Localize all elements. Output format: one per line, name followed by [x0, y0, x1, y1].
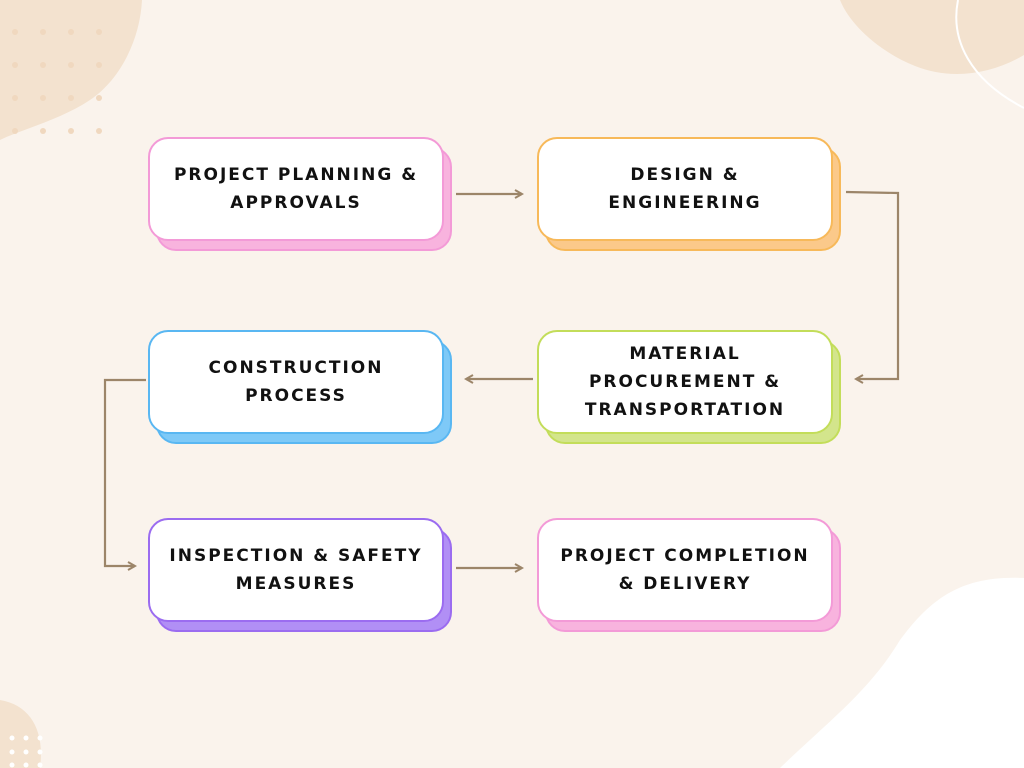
step-material-procurement: MATERIAL PROCUREMENT & TRANSPORTATION [537, 330, 841, 444]
step-label: INSPECTION & SAFETY MEASURES [169, 546, 423, 594]
step-card: PROJECT COMPLETION & DELIVERY [537, 518, 833, 622]
step-label: DESIGN & ENGINEERING [608, 165, 762, 213]
top-right-blob [840, 0, 1024, 74]
step-design-engineering: DESIGN & ENGINEERING [537, 137, 841, 251]
step-project-completion: PROJECT COMPLETION & DELIVERY [537, 518, 841, 632]
arrow-2-to-3 [845, 190, 900, 379]
step-project-planning: PROJECT PLANNING & APPROVALS [148, 137, 452, 251]
step-construction-process: CONSTRUCTION PROCESS [148, 330, 452, 444]
top-right-ring [955, 0, 1024, 109]
step-card: CONSTRUCTION PROCESS [148, 330, 444, 434]
step-label: MATERIAL PROCUREMENT & TRANSPORTATION [584, 344, 786, 420]
step-card: INSPECTION & SAFETY MEASURES [148, 518, 444, 622]
top-left-blob [0, 0, 142, 140]
step-label: PROJECT COMPLETION & DELIVERY [560, 546, 810, 594]
arrow-4-to-5 [103, 378, 146, 566]
step-label: CONSTRUCTION PROCESS [208, 358, 384, 406]
corner-dots [9, 735, 43, 768]
bottom-right-blob [780, 577, 1024, 768]
step-card: MATERIAL PROCUREMENT & TRANSPORTATION [537, 330, 833, 434]
dot-grid [12, 29, 102, 134]
step-label: PROJECT PLANNING & APPROVALS [173, 165, 419, 213]
step-inspection-safety: INSPECTION & SAFETY MEASURES [148, 518, 452, 632]
step-card: PROJECT PLANNING & APPROVALS [148, 137, 444, 241]
step-card: DESIGN & ENGINEERING [537, 137, 833, 241]
